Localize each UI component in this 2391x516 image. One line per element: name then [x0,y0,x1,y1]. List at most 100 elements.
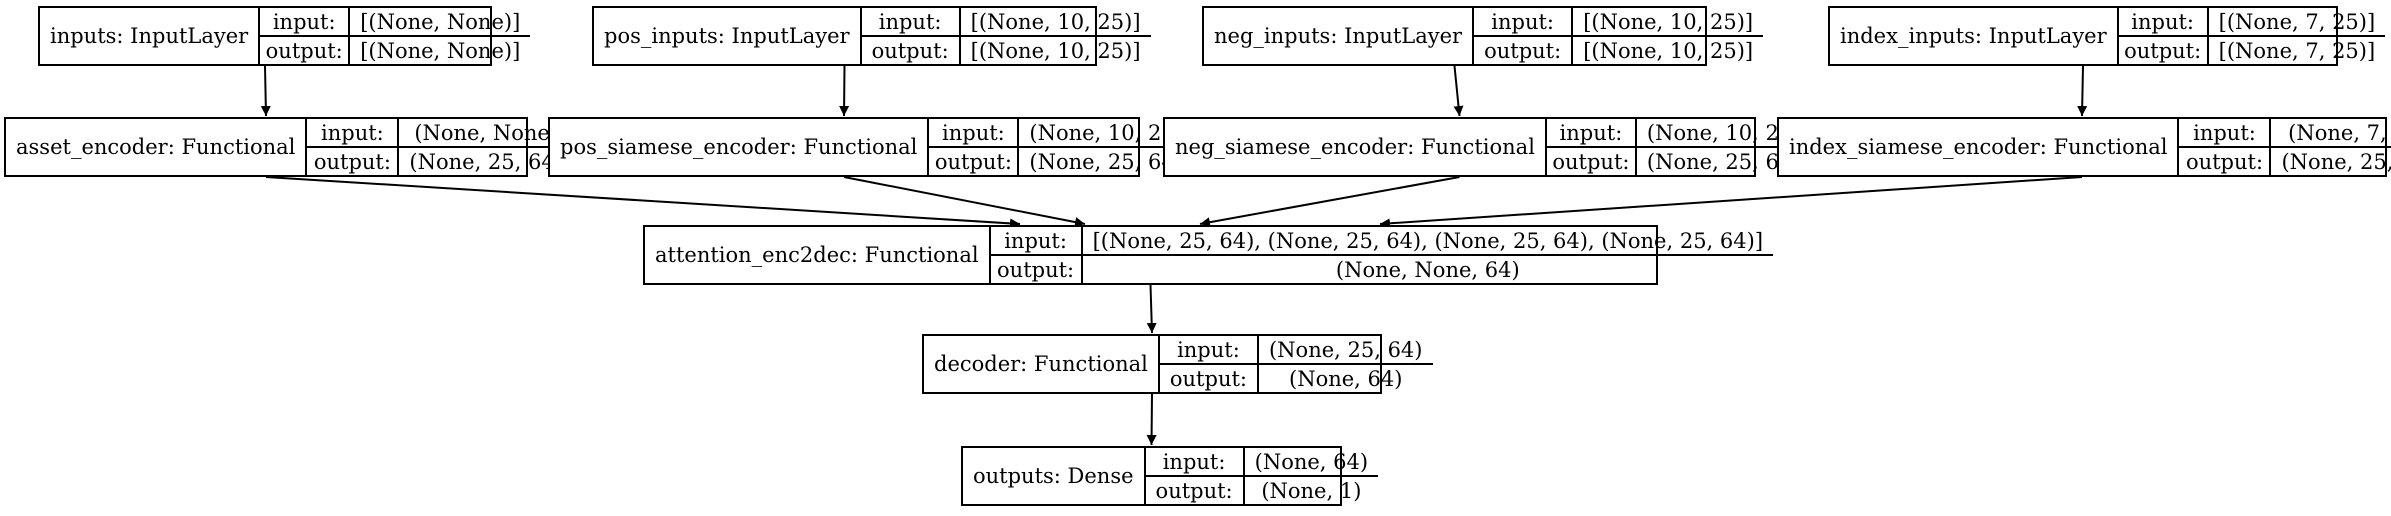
io-values: [(None, 10, 25)][(None, 10, 25)] [960,8,1151,64]
io-labels: input:output: [990,227,1083,283]
node-name: inputs: InputLayer [40,8,261,64]
output-shape: [(None, 10, 25)] [970,38,1141,63]
output-shape: (None, 1) [1261,478,1362,503]
input-shape: (None, 64) [1244,448,1379,477]
input-shape: [(None, 7, 25)] [2208,8,2386,37]
input-shape: [(None, 10, 25)] [1573,8,1764,37]
input-shape: (None, 10, 25) [1019,119,1193,148]
input-shape: [(None, None)] [350,8,531,37]
output-label: output: [997,257,1075,282]
io-labels: input:output: [1159,336,1259,392]
io-labels: input:output: [307,119,400,175]
edge-inputs-to-asset-encoder [260,65,271,117]
output-label: output: [2185,149,2264,174]
node-name: neg_inputs: InputLayer [1204,8,1475,64]
io-labels: input:output: [1546,119,1637,175]
input-shape: (None, None) [399,119,573,148]
input-label: input: [260,8,349,37]
io-values: (None, 7, 25)(None, 25, 64) [2271,119,2391,175]
io-labels: input:output: [1474,8,1574,64]
output-shape: (None, 25, 64) [409,149,563,174]
edge-attention-enc2dec-to-decoder [1146,284,1157,334]
output-shape: (None, 25, 64) [1646,149,1801,174]
node-name: attention_enc2dec: Functional [645,227,991,283]
output-shape: (None, 64) [1289,366,1403,391]
edge-pos-siamese-encoder-to-attention-enc2dec [843,176,1086,227]
input-label: input: [929,119,1018,148]
input-shape: (None, 7, 25) [2271,119,2391,148]
io-values: [(None, 10, 25)][(None, 10, 25)] [1573,8,1764,64]
output-label: output: [313,149,391,174]
io-values: [(None, None)][(None, None)] [350,8,531,64]
node-name: index_inputs: InputLayer [1830,8,2119,64]
edge-index-inputs-to-index-siamese-encoder [2077,65,2088,117]
io-labels: input:output: [861,8,961,64]
input-label: input: [2118,8,2207,37]
io-values: (None, 25, 64)(None, 64) [1258,336,1433,392]
io-labels: input:output: [260,8,351,64]
output-shape: [(None, 10, 25)] [1583,38,1754,63]
input-label: input: [1474,8,1572,37]
node-name: neg_siamese_encoder: Functional [1165,119,1547,175]
input-label: input: [307,119,398,148]
output-shape: [(None, 7, 25)] [2218,38,2376,63]
output-shape: (None, 25, 64) [1029,149,1183,174]
node-name: pos_inputs: InputLayer [594,8,862,64]
output-shape: (None, 25, 64) [2281,149,2391,174]
input-shape: (None, 25, 64) [1258,336,1433,365]
output-shape: [(None, None)] [360,38,521,63]
output-label: output: [1484,38,1562,63]
input-shape: [(None, 25, 64), (None, 25, 64), (None, … [1082,227,1774,256]
output-label: output: [2124,38,2202,63]
io-labels: input:output: [929,119,1020,175]
input-label: input: [2179,119,2270,148]
io-values: [(None, 7, 25)][(None, 7, 25)] [2208,8,2386,64]
input-label: input: [1546,119,1635,148]
node-name: decoder: Functional [924,336,1160,392]
io-values: (None, 10, 25)(None, 25, 64) [1019,119,1193,175]
node-name: index_siamese_encoder: Functional [1779,119,2180,175]
output-label: output: [934,149,1012,174]
output-label: output: [1552,149,1630,174]
edge-asset-encoder-to-attention-enc2dec [265,176,1021,229]
edge-neg-siamese-encoder-to-attention-enc2dec [1199,176,1460,228]
input-label: input: [1159,336,1257,365]
input-shape: (None, 10, 25) [1636,119,1811,148]
io-values: (None, None)(None, 25, 64) [399,119,573,175]
node-name: pos_siamese_encoder: Functional [550,119,930,175]
node-name: outputs: Dense [963,448,1146,504]
io-labels: input:output: [1145,448,1245,504]
edge-decoder-to-outputs [1146,393,1157,446]
io-labels: input:output: [2179,119,2272,175]
node-name: asset_encoder: Functional [6,119,308,175]
output-label: output: [871,38,949,63]
edge-pos-inputs-to-pos-siamese-encoder [839,65,850,117]
input-shape: [(None, 10, 25)] [960,8,1151,37]
io-values: (None, 64)(None, 1) [1244,448,1379,504]
edge-index-siamese-encoder-to-attention-enc2dec [1379,176,2083,229]
output-label: output: [1155,478,1233,503]
output-shape: (None, None, 64) [1335,257,1520,282]
input-label: input: [1145,448,1243,477]
input-label: input: [861,8,959,37]
input-label: input: [990,227,1081,256]
output-label: output: [265,38,343,63]
io-labels: input:output: [2118,8,2209,64]
edge-neg-inputs-to-neg-siamese-encoder [1453,65,1464,117]
io-values: (None, 10, 25)(None, 25, 64) [1636,119,1811,175]
io-values: [(None, 25, 64), (None, 25, 64), (None, … [1082,227,1774,283]
output-label: output: [1169,366,1247,391]
